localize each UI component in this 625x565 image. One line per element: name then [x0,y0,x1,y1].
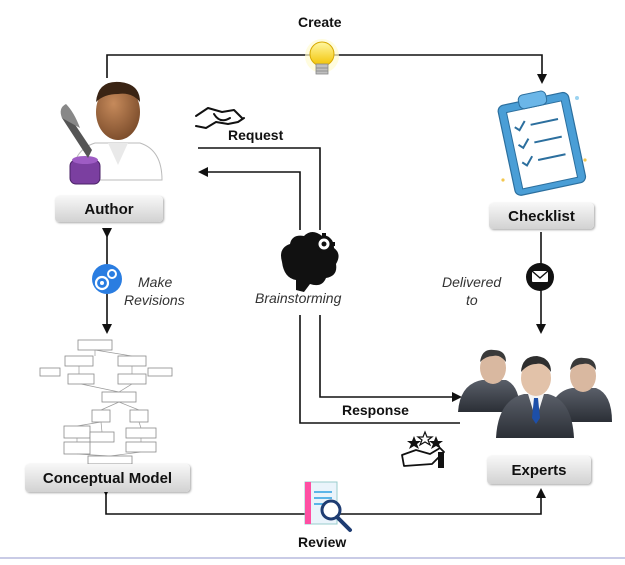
make-revisions-label-line2: Revisions [124,292,185,308]
checklist-node: Checklist [489,203,594,229]
gears-icon [92,264,122,294]
request-label: Request [228,127,284,143]
response-label: Response [342,402,409,418]
sparkle-decoration [501,96,587,182]
make-revisions-label-line1: Make [138,274,173,290]
rating-stars-hand-icon [401,430,445,468]
author-node: Author [55,196,163,222]
conceptual-model-icon [39,339,173,465]
envelope-icon [526,263,554,291]
request-connector [198,147,321,230]
to-author-arrow [198,167,301,230]
checklist-icon [497,90,587,196]
lightbulb-icon [305,39,339,75]
review-label: Review [298,534,347,550]
document-search-icon [304,481,352,532]
create-label: Create [298,14,342,30]
delivered-label-line1: Delivered [442,274,502,290]
response-connector [299,315,460,424]
experts-icon [458,349,612,438]
bottom-divider [0,557,625,559]
author-icon [60,81,163,185]
handshake-icon [195,107,245,129]
brain-gears-icon [281,232,339,292]
delivered-label-line2: to [466,292,478,308]
conceptual-model-node: Conceptual Model [25,464,190,492]
brainstorming-label: Brainstorming [255,290,342,306]
to-experts-arrow [319,315,462,402]
experts-node: Experts [487,456,591,484]
